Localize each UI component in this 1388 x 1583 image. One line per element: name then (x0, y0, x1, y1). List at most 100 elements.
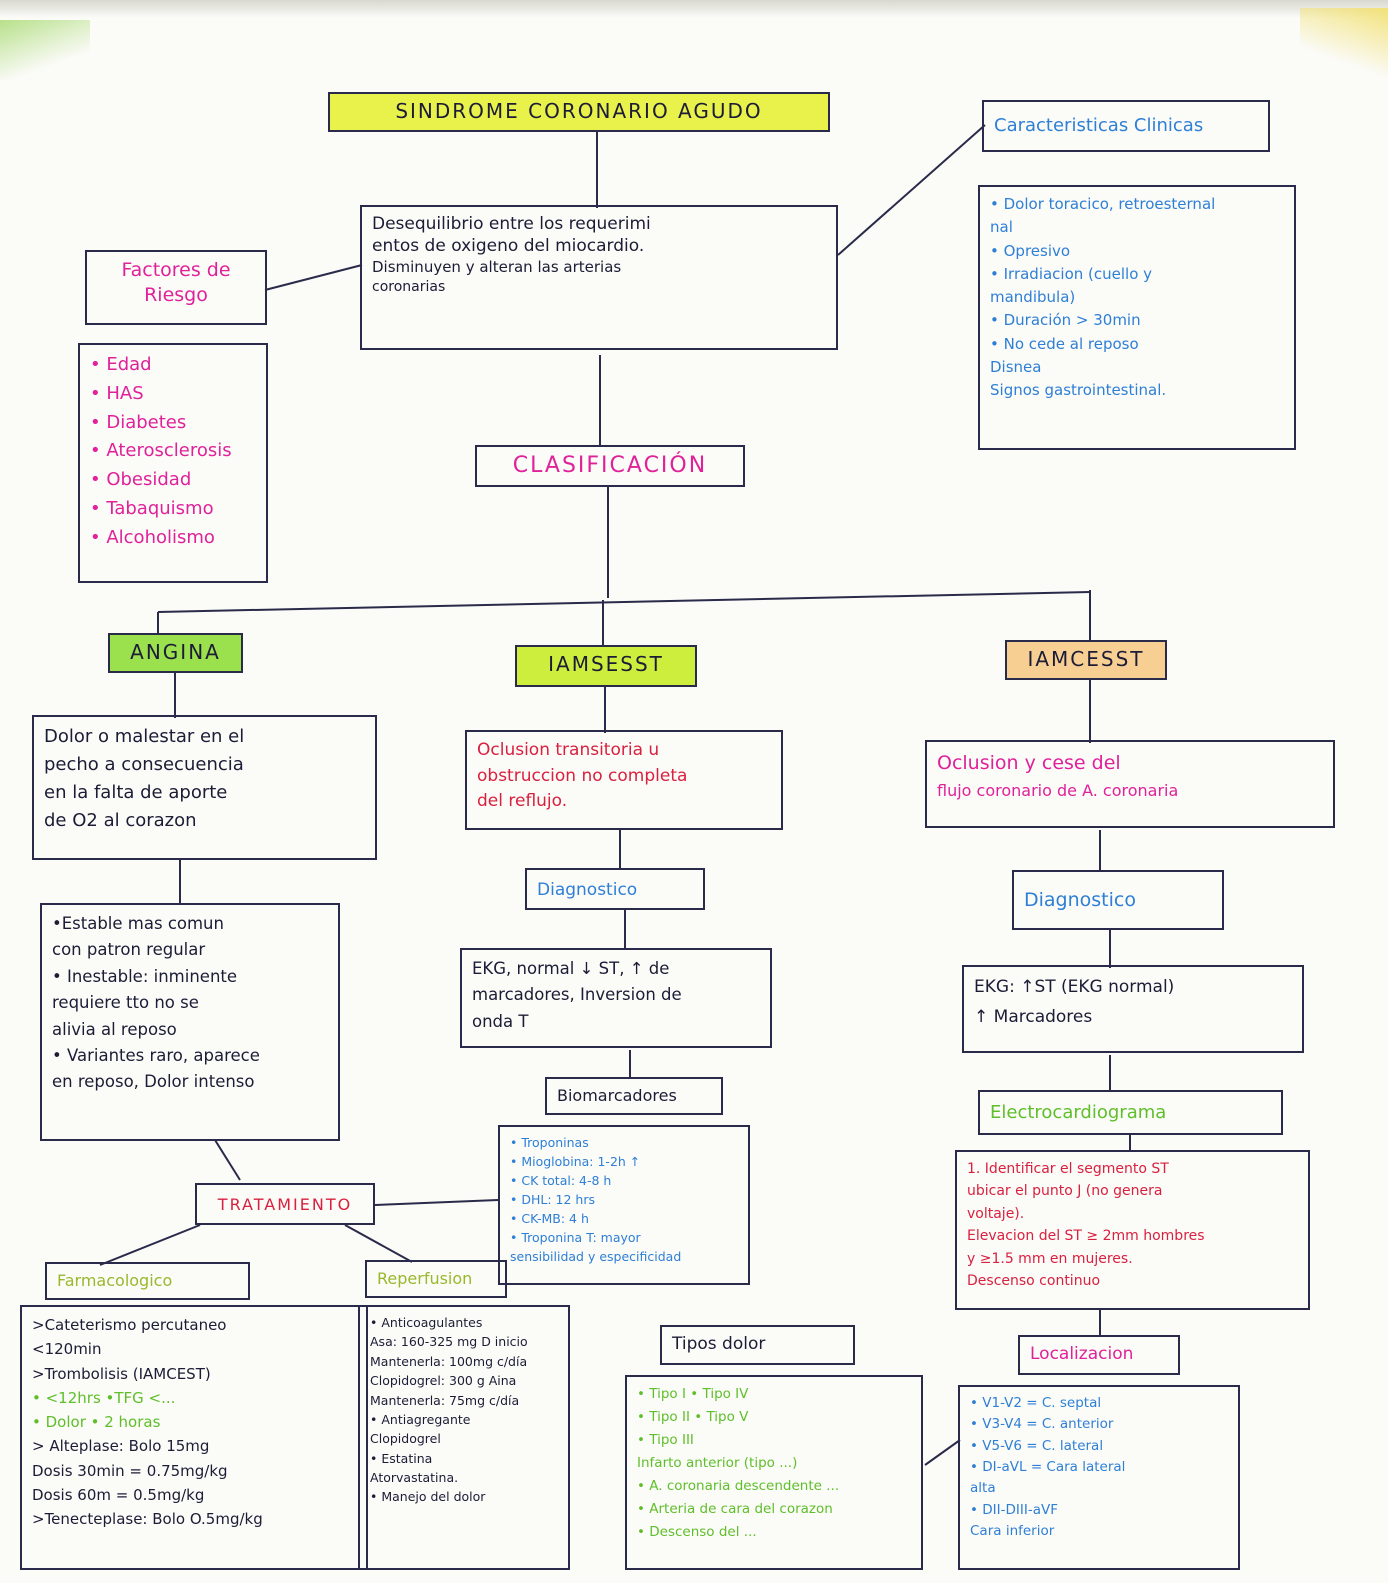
treatment-title: TRATAMIENTO (217, 1195, 353, 1214)
main-title: SINDROME CORONARIO AGUDO (395, 99, 763, 123)
clinical-item: nal (990, 218, 1013, 237)
pharmacological-line: • Dolor • 2 horas (32, 1413, 161, 1432)
angina-type-line: • Variantes raro, aparece (52, 1045, 260, 1065)
pharmacological-line: <120min (32, 1340, 102, 1359)
reperfusion-title: Reperfusion (377, 1269, 473, 1288)
iamsest-definition-line: Oclusion transitoria u (477, 740, 660, 760)
angina-title: ANGINA (130, 640, 221, 664)
risk-factors-title-box: Factores de Riesgo (85, 250, 267, 325)
pharmacological-title-box: Farmacologico (45, 1262, 250, 1300)
angina-definition: Dolor o malestar en el pecho a consecuen… (32, 715, 377, 860)
risk-factor-item: • Tabaquismo (90, 497, 214, 519)
iamcest-definition-line: flujo coronario de A. coronaria (937, 781, 1179, 801)
clinical-list: • Dolor toracico, retroesternal nal • Op… (978, 185, 1296, 450)
biomarker-item: • Troponina T: mayor (510, 1230, 641, 1245)
pharmacological-title: Farmacologico (57, 1271, 173, 1290)
pharmacological-line: >Cateterismo percutaneo (32, 1316, 227, 1334)
main-title-box: SINDROME CORONARIO AGUDO (328, 92, 830, 132)
iamsest-diagnosis-line: EKG, normal ↓ ST, ↑ de (472, 959, 670, 978)
iamcest-title-box: IAMCESST (1005, 640, 1167, 680)
clinical-item: • Duración > 30min (990, 311, 1141, 330)
pain-type-line: • Tipo II • Tipo V (637, 1408, 749, 1425)
reperfusion-title-box: Reperfusion (365, 1260, 507, 1298)
pharmacological-line: >Trombolisis (IAMCEST) (32, 1364, 211, 1383)
reperfusion-line: Mantenerla: 100mg c/día (370, 1353, 528, 1369)
pain-types-list: • Tipo I • Tipo IV • Tipo II • Tipo V • … (625, 1375, 923, 1570)
angina-definition-line: pecho a consecuencia (44, 753, 244, 775)
iamcest-title: IAMCESST (1027, 647, 1145, 671)
biomarker-item: • DHL: 12 hrs (510, 1192, 595, 1207)
angina-type-line: alivia al reposo (52, 1019, 177, 1039)
biomarkers-list: • Troponinas • Mioglobina: 1-2h ↑ • CK t… (498, 1125, 750, 1285)
treatment-box: TRATAMIENTO (195, 1183, 375, 1225)
iamsest-definition-line: del reflujo. (477, 791, 568, 811)
location-line: • V3-V4 = C. anterior (970, 1416, 1114, 1433)
pharmacological-list: >Cateterismo percutaneo <120min >Trombol… (20, 1305, 368, 1570)
pain-type-line: • Arteria de cara del corazon (637, 1500, 833, 1517)
iamcest-diagnosis-title: Diagnostico (1024, 889, 1136, 911)
definition-line: Disminuyen y alteran las arterias (372, 257, 622, 276)
pharmacological-line: • <12hrs •TFG <... (32, 1388, 176, 1407)
angina-types: •Estable mas comun con patron regular • … (40, 903, 340, 1141)
reperfusion-list: • Anticoagulantes Asa: 160-325 mg D inic… (358, 1305, 570, 1570)
reperfusion-line: Atorvastatina. (370, 1470, 459, 1485)
angina-type-line: • Inestable: inminente (52, 966, 238, 986)
clinical-item: Disnea (990, 357, 1042, 376)
pain-type-line: • A. coronaria descendente ... (637, 1477, 840, 1494)
biomarker-item: • CK-MB: 4 h (510, 1211, 589, 1226)
pharmacological-line: > Alteplase: Bolo 15mg (32, 1437, 210, 1456)
clinical-item: • No cede al reposo (990, 334, 1139, 353)
definition-line: Desequilibrio entre los requerimi (372, 214, 651, 234)
ecg-line: y ≥1.5 mm en mujeres. (967, 1250, 1133, 1267)
iamcest-diagnosis-title-box: Diagnostico (1012, 870, 1224, 930)
angina-type-line: •Estable mas comun (52, 914, 224, 933)
iamcest-diagnosis-line: ↑ Marcadores (974, 1006, 1093, 1027)
risk-factor-item: • Edad (90, 354, 152, 375)
pain-type-line: • Descenso del ... (637, 1523, 757, 1540)
risk-factor-item: • Diabetes (90, 411, 187, 433)
definition-line: coronarias (372, 278, 446, 295)
reperfusion-line: • Estatina (370, 1450, 433, 1466)
reperfusion-line: Clopidogrel: 300 g Aina (370, 1373, 517, 1389)
iamcest-definition: Oclusion y cese del flujo coronario de A… (925, 740, 1335, 828)
pain-type-line: • Tipo III (637, 1431, 694, 1448)
location-line: • V5-V6 = C. lateral (970, 1437, 1104, 1454)
iamcest-diagnosis-line: EKG: ↑ST (EKG normal) (974, 977, 1175, 997)
pain-type-line: • Tipo I • Tipo IV (637, 1386, 749, 1402)
clinical-item: Signos gastrointestinal. (990, 381, 1167, 399)
angina-type-line: requiere tto no se (52, 993, 199, 1013)
pain-types-title-box: Tipos dolor (660, 1325, 855, 1365)
iamsest-diagnosis-line: marcadores, Inversion de (472, 985, 682, 1005)
risk-factors-title: Factores de (121, 259, 231, 281)
ecg-list: 1. Identificar el segmento ST ubicar el … (955, 1150, 1310, 1310)
pain-type-line: Infarto anterior (tipo ...) (637, 1454, 798, 1471)
iamsest-diagnosis-line: onda T (472, 1011, 529, 1031)
biomarkers-title: Biomarcadores (557, 1086, 677, 1105)
location-list: • V1-V2 = C. septal • V3-V4 = C. anterio… (958, 1385, 1240, 1570)
angina-definition-line: Dolor o malestar en el (44, 726, 245, 747)
location-line: • V1-V2 = C. septal (970, 1395, 1102, 1411)
iamsest-diagnosis: EKG, normal ↓ ST, ↑ de marcadores, Inver… (460, 948, 772, 1048)
reperfusion-line: Mantenerla: 75mg c/día (370, 1392, 520, 1408)
biomarker-item: • CK total: 4-8 h (510, 1173, 612, 1188)
risk-factor-item: • HAS (90, 382, 144, 404)
ecg-title: Electrocardiograma (990, 1102, 1167, 1123)
iamcest-definition-line: Oclusion y cese del (937, 752, 1121, 774)
angina-title-box: ANGINA (108, 633, 243, 673)
angina-type-line: con patron regular (52, 940, 206, 960)
clinical-title-box: Caracteristicas Clinicas (982, 100, 1270, 152)
definition-line: entos de oxigeno del miocardio. (372, 236, 645, 257)
ecg-line: ubicar el punto J (no genera (967, 1183, 1163, 1200)
pain-types-title: Tipos dolor (672, 1334, 766, 1354)
reperfusion-line: • Anticoagulantes (370, 1315, 483, 1330)
paper-corner-left (0, 20, 90, 80)
iamsest-diagnosis-title-box: Diagnostico (525, 868, 705, 910)
definition-box: Desequilibrio entre los requerimi entos … (360, 205, 838, 350)
clinical-item: • Dolor toracico, retroesternal (990, 195, 1216, 213)
clinical-item: • Irradiacion (cuello y (990, 264, 1153, 283)
iamsest-diagnosis-title: Diagnostico (537, 880, 638, 900)
classification-box: CLASIFICACIÓN (475, 445, 745, 487)
page-edge-top (0, 0, 1388, 18)
risk-factors-list: • Edad • HAS • Diabetes • Aterosclerosis… (78, 343, 268, 583)
